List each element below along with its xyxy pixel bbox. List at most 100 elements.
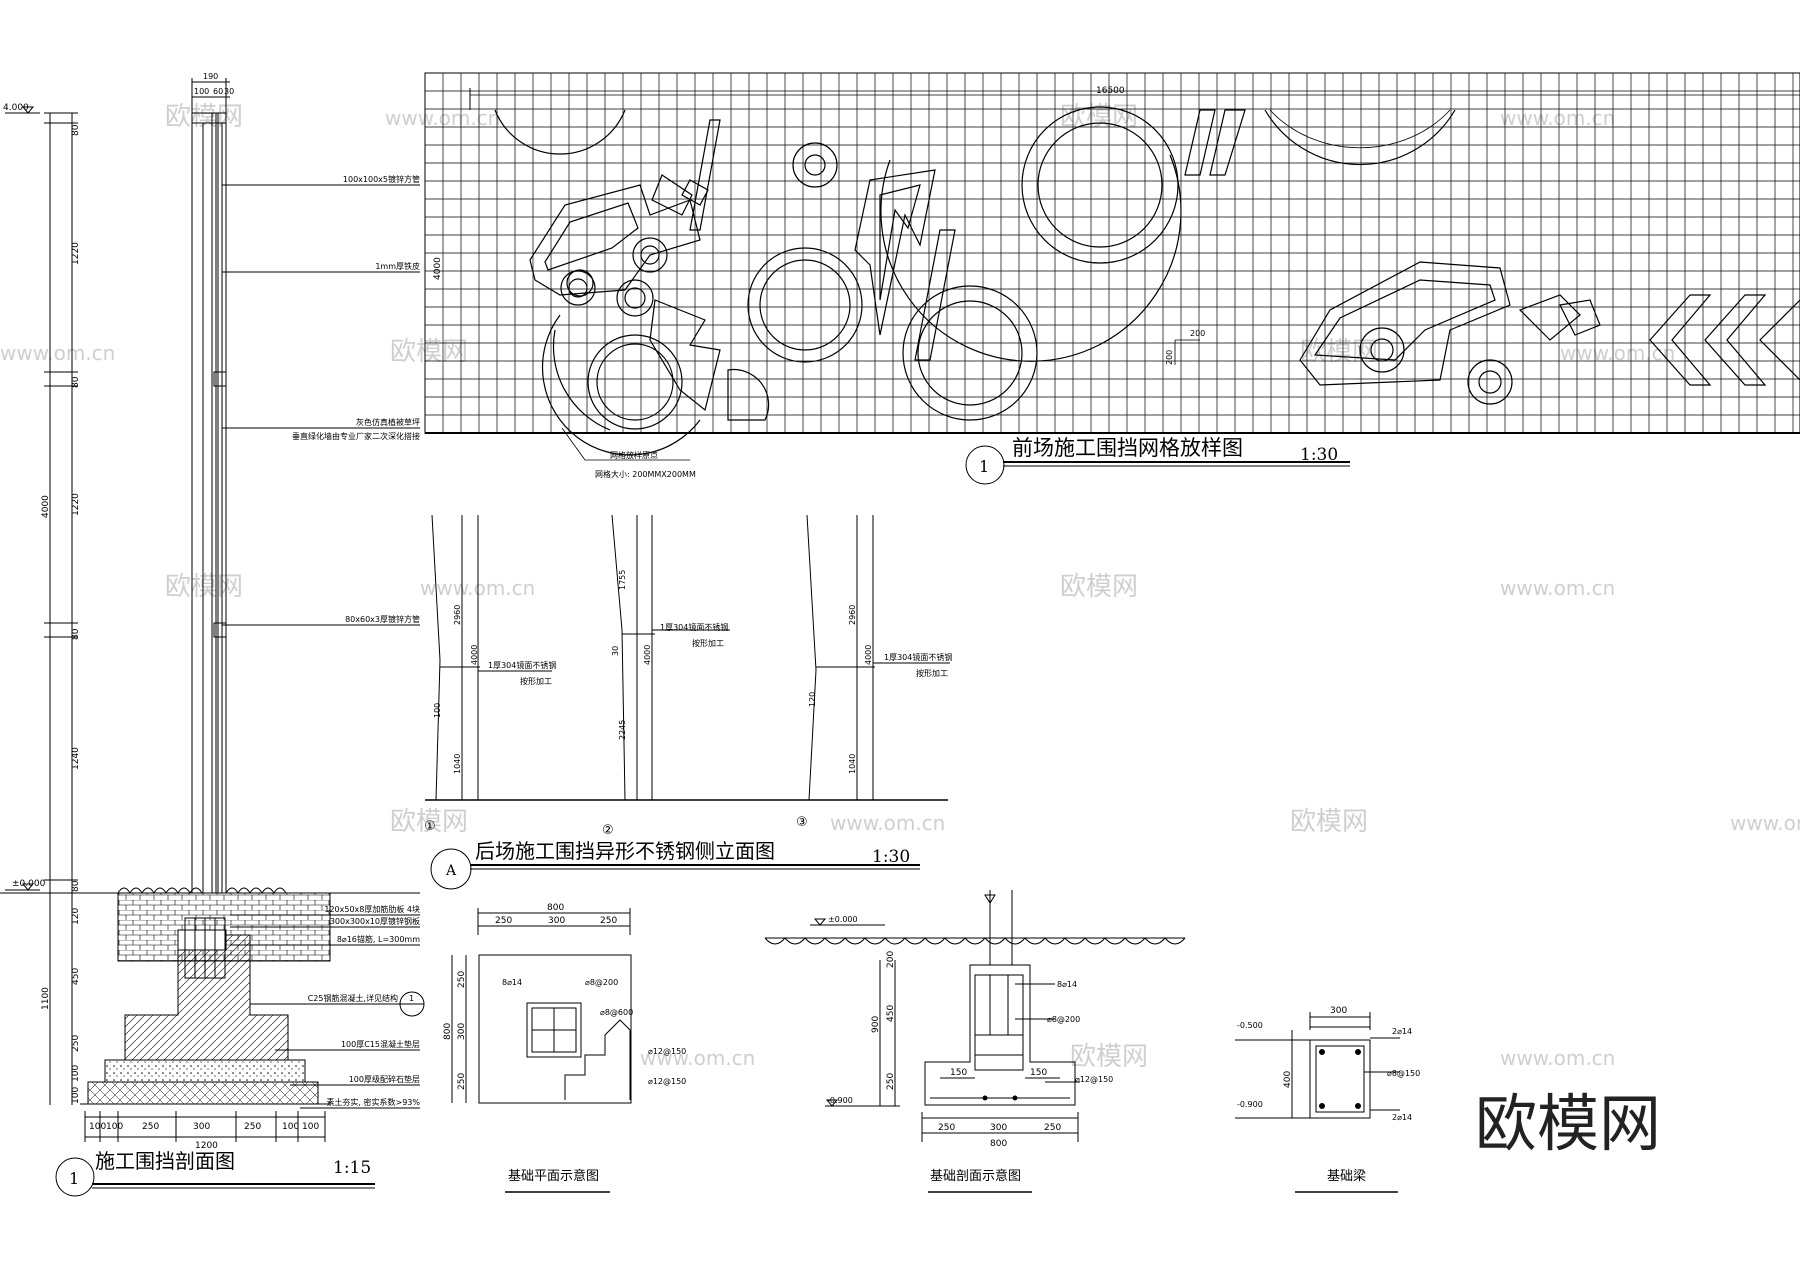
plan-top-total: 800 — [547, 903, 564, 913]
fs-bottom-3: 250 — [1044, 1123, 1061, 1133]
section-view-texts: 4.000 ±0.000 190 100 60 30 80 1220 80 12… — [3, 72, 420, 1188]
base-dim-250: 250 — [71, 1035, 81, 1052]
beam-view — [1235, 1012, 1400, 1119]
watermark-text: www.om.cn — [1500, 106, 1615, 130]
title-index: 1 — [69, 1169, 79, 1188]
beam-height: 400 — [1283, 1071, 1293, 1088]
bottom-dim-2: 100 — [106, 1122, 123, 1132]
fs-elev-top: ±0.000 — [828, 915, 858, 924]
detail-callout: 1 — [409, 994, 414, 1003]
bottom-dim-5: 250 — [244, 1122, 261, 1132]
panel-1-label-2: 按形加工 — [520, 676, 552, 686]
watermark-text: 欧模网 — [390, 337, 468, 367]
elevation-view-texts: ① ② ③ 2960 4000 1040 100 1厚304镜面不锈钢 按形加工… — [424, 570, 952, 879]
fs-bottom-1: 250 — [938, 1123, 955, 1133]
label-anchor: 8⌀16锚筋, L=300mm — [337, 934, 420, 944]
watermark-text: 欧模网 — [1070, 1042, 1148, 1072]
brand-logo: 欧模网 — [1475, 1087, 1661, 1160]
section-view — [0, 78, 425, 1197]
label-green-wall: 垂直绿化墙由专业厂家二次深化搭接 — [292, 431, 420, 441]
height-dim-80c: 80 — [71, 628, 81, 640]
panel-3-dim-a: 2960 — [848, 605, 857, 625]
elevation-title-index: A — [445, 863, 457, 879]
elevation-ground: ±0.000 — [12, 879, 46, 889]
panel-1-dim-b: 4000 — [470, 645, 479, 665]
plan-view-title: 基础平面示意图 — [508, 1168, 599, 1184]
top-dim-30: 30 — [224, 87, 234, 96]
panel-2-number: ② — [602, 823, 614, 838]
elevation-view-title: 后场施工围挡异形不锈钢侧立面图 — [475, 839, 775, 863]
panel-3-dim-c: 1040 — [848, 754, 857, 774]
panel-2-label-2: 按形加工 — [692, 638, 724, 648]
panel-1-offset: 100 — [433, 703, 442, 718]
watermark-text: www.om.cn — [830, 811, 945, 835]
panel-3-label-1: 1厚304镜面不锈钢 — [884, 652, 952, 662]
grid-view-texts: 16500 4000 200 200 网格放样原点 网格大小: 200MMX20… — [433, 86, 1338, 479]
watermark-text: www.om.cn — [640, 1046, 755, 1070]
watermark-text: 欧模网 — [1300, 337, 1378, 367]
label-post: 100x100x5镀锌方管 — [343, 174, 420, 184]
top-dim-100: 100 — [194, 87, 209, 96]
fs-inner-2: 150 — [1030, 1068, 1047, 1078]
panel-3-offset: 120 — [808, 692, 817, 707]
bottom-dim-7: 100 — [302, 1122, 319, 1132]
panel-2-dim-c: 2245 — [618, 720, 627, 740]
panel-1-dim-c: 1040 — [453, 754, 462, 774]
cell-dim-w: 200 — [1190, 329, 1205, 338]
label-sheet: 1mm厚铁皮 — [375, 261, 420, 271]
height-dim-1220a: 1220 — [71, 242, 81, 265]
plan-view-texts: 800 250 300 250 800 250 300 250 8⌀14 ⌀8@… — [443, 903, 686, 1193]
grid-view-scale: 1:30 — [1300, 445, 1338, 465]
height-dim-80b: 80 — [71, 376, 81, 388]
fs-elev-bottom: -0.900 — [827, 1096, 853, 1105]
panel-2-dim-b: 4000 — [643, 645, 652, 665]
beam-view-title: 基础梁 — [1327, 1169, 1366, 1184]
fs-bottom-total: 800 — [990, 1139, 1007, 1149]
plan-side-dim-2: 300 — [457, 1023, 467, 1040]
plan-rebar-1: 8⌀14 — [502, 978, 522, 987]
fs-view-title: 基础剖面示意图 — [930, 1168, 1021, 1184]
panel-1-dim-a: 2960 — [453, 605, 462, 625]
view-scale: 1:15 — [333, 1158, 371, 1178]
fs-height-3: 250 — [886, 1073, 896, 1090]
beam-view-texts: -0.500 -0.900 300 400 2⌀14 ⌀8@150 2⌀14 基… — [1237, 1006, 1420, 1193]
panel-2-dim-a: 1755 — [618, 570, 627, 590]
fs-rebar-1: 8⌀14 — [1057, 980, 1077, 989]
watermark-text: 欧模网 — [165, 102, 243, 132]
fs-rebar-2: ⌀8@200 — [1047, 1015, 1080, 1024]
label-rib: 120x50x8厚加筋肋板 4块 — [324, 904, 420, 914]
panel-2-offset: 30 — [611, 646, 620, 656]
base-total-dim: 1100 — [41, 987, 51, 1010]
top-dim-190: 190 — [203, 72, 218, 81]
plan-view — [451, 908, 632, 1104]
fs-bottom-2: 300 — [990, 1123, 1007, 1133]
bottom-dim-4: 300 — [193, 1122, 210, 1132]
grid-size-note: 网格大小: 200MMX200MM — [595, 469, 696, 479]
grid-origin-note: 网格放样原点 — [610, 450, 658, 460]
grid-height-dim: 4000 — [433, 257, 443, 280]
watermark-text: www.om.cn — [0, 341, 115, 365]
base-dim-450: 450 — [71, 968, 81, 985]
beam-width: 300 — [1330, 1006, 1347, 1016]
height-dim-1220b: 1220 — [71, 493, 81, 516]
panel-1-number: ① — [424, 819, 436, 834]
label-cushion: 100厚C15混凝土垫层 — [341, 1039, 420, 1049]
grid-view — [424, 72, 1800, 485]
height-dim-1240: 1240 — [71, 747, 81, 770]
plan-side-dim-3: 250 — [457, 1073, 467, 1090]
view-title: 施工围挡剖面图 — [95, 1149, 235, 1173]
label-tube: 80x60x3厚镀锌方管 — [345, 614, 420, 624]
bottom-total-dim: 1200 — [195, 1141, 218, 1151]
plan-side-dim-1: 250 — [457, 971, 467, 988]
height-dim-80a: 80 — [71, 124, 81, 136]
height-dim-80d: 80 — [71, 880, 81, 892]
beam-rebar-1: 2⌀14 — [1392, 1027, 1412, 1036]
plan-rebar-3: ⌀8@600 — [600, 1008, 633, 1017]
top-dim-60: 60 — [213, 87, 223, 96]
watermark-text: www.om.cn — [1730, 811, 1800, 835]
fs-total-height: 900 — [871, 1016, 881, 1033]
elevation-view — [425, 514, 950, 890]
base-dim-100b: 100 — [71, 1087, 81, 1104]
bottom-dim-3: 250 — [142, 1122, 159, 1132]
